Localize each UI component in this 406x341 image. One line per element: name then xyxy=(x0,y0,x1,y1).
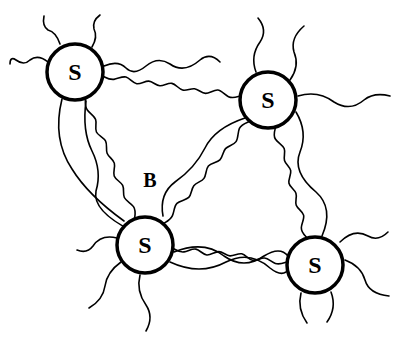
chain-strand xyxy=(89,262,121,308)
chain-connector xyxy=(173,248,287,264)
chain-strand xyxy=(290,26,304,80)
chain-connector xyxy=(163,121,250,223)
sphere-node: S xyxy=(238,70,298,130)
chain-strand xyxy=(59,99,124,221)
chain-strand xyxy=(345,260,389,296)
region-label: B xyxy=(141,170,158,191)
chain-connector xyxy=(103,76,241,98)
chain-strand xyxy=(85,101,132,231)
sphere-node: S xyxy=(285,235,345,295)
sphere-node: S xyxy=(115,215,175,275)
chain-strand xyxy=(254,18,264,72)
chain-strand xyxy=(10,57,48,64)
chain-strand xyxy=(296,112,327,236)
sphere-letter: S xyxy=(308,253,321,277)
chain-strand xyxy=(44,16,61,44)
chain-strand xyxy=(300,293,307,323)
chain-strand xyxy=(92,15,100,47)
chain-strand xyxy=(327,292,333,322)
chain-strand xyxy=(139,275,150,331)
chain-strand xyxy=(340,232,388,242)
sphere-node: S xyxy=(45,42,105,102)
sphere-letter: S xyxy=(138,233,151,257)
chain-strand xyxy=(104,56,220,71)
sphere-letter: S xyxy=(68,60,81,84)
chain-strand xyxy=(162,118,245,216)
chain-strand xyxy=(298,94,390,107)
sphere-letter: S xyxy=(261,88,274,112)
chain-strand xyxy=(77,237,117,251)
chain-connector xyxy=(85,98,135,219)
chain-connector xyxy=(274,127,307,238)
